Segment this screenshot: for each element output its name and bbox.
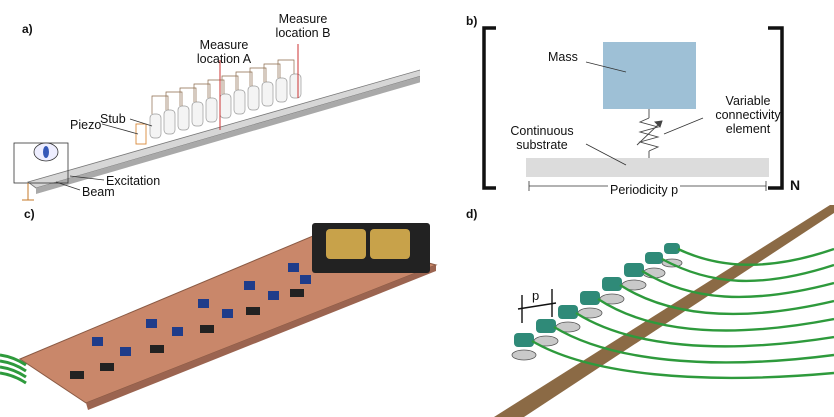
beam-side	[36, 76, 420, 194]
period-marker	[517, 289, 557, 323]
panel-d: d) p	[440, 205, 834, 417]
battery-pack	[312, 223, 430, 273]
mass-label: Mass	[548, 50, 578, 64]
right-bracket	[768, 26, 784, 190]
periodicity-label: Periodicity p	[608, 183, 681, 197]
sensor-wires	[531, 247, 834, 380]
input-wires	[0, 353, 27, 385]
mass-block	[603, 42, 696, 109]
substrate-bar	[526, 158, 769, 177]
sensor-caps	[514, 243, 680, 347]
excitation-circuit	[13, 142, 69, 184]
beam-bar	[27, 69, 420, 189]
beam-label: Beam	[82, 185, 115, 199]
panel-b-label: b)	[466, 14, 478, 28]
panel-d-label: d)	[466, 207, 478, 221]
period-p-label: p	[532, 288, 540, 303]
spring-element	[636, 109, 663, 158]
panel-a-label: a)	[22, 22, 33, 36]
pcb-chips	[70, 289, 304, 379]
left-bracket	[482, 26, 496, 190]
stub-array	[135, 59, 302, 145]
panel-c-label: c)	[24, 207, 35, 221]
repetition-n-label: N	[790, 177, 801, 193]
stub-clusters	[511, 258, 683, 361]
experimental-beam-photo	[494, 205, 834, 417]
beam-photo-bar	[494, 205, 834, 417]
piezo-label: Piezo	[70, 118, 102, 132]
beam-schematic	[13, 44, 420, 201]
circuit-board-photo	[0, 223, 438, 410]
excitation-label: Excitation	[106, 174, 161, 188]
mass-spring-model	[482, 26, 784, 191]
stub-label: Stub	[100, 112, 126, 126]
piezo-patch	[135, 123, 147, 145]
pcb-components	[92, 263, 311, 356]
panel-c: c)	[0, 205, 440, 417]
